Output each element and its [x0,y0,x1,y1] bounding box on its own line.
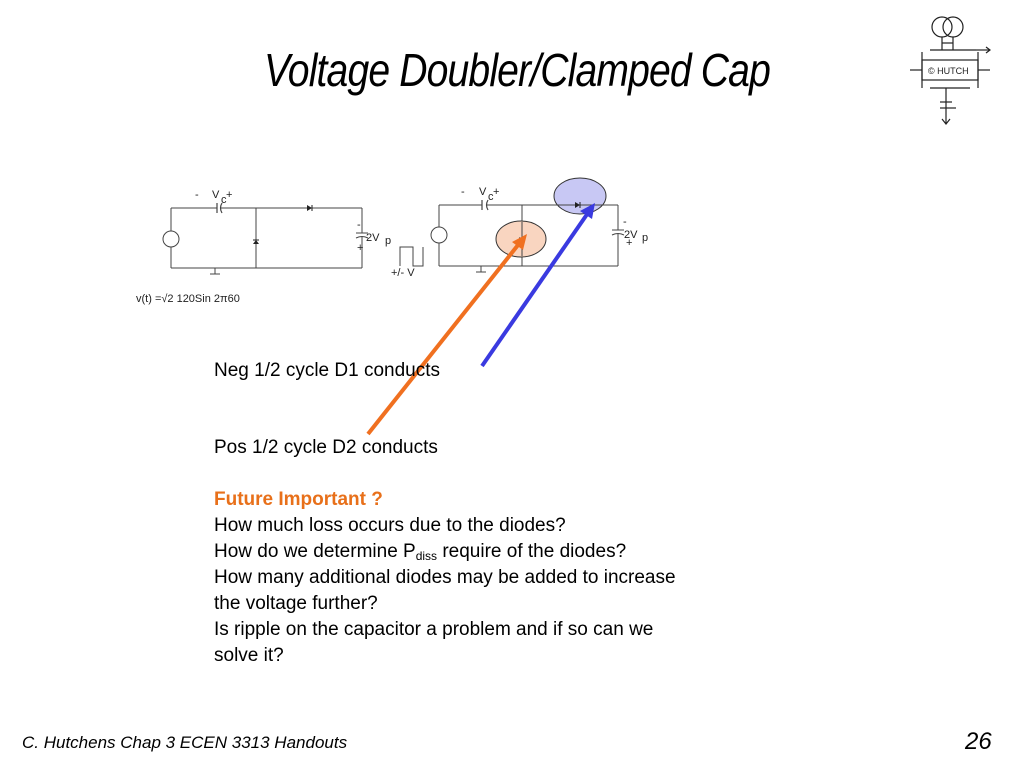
hutch-logo: © HUTCH [910,16,991,125]
left-circuit [170,207,369,275]
svg-text:c: c [488,191,494,203]
text-pos-cycle: Pos 1/2 cycle D2 conducts [214,437,438,458]
svg-text:+: + [226,189,232,201]
text-future-important: Future Important ? [214,489,383,510]
svg-text:2V: 2V [366,232,380,244]
svg-text:+: + [493,186,499,198]
text-question-diodes: How many additional diodes may be added … [214,567,676,588]
pdiss-subscript: diss [415,549,438,563]
left-diode-d1 [253,240,259,244]
svg-text:v(t) =√2 120Sin 2π60: v(t) =√2 120Sin 2π60 [136,293,240,305]
svg-text:+/- V: +/- V [391,267,415,279]
slide-title: Voltage Doubler/Clamped Cap [264,44,771,96]
d2-highlight-circle [553,177,607,215]
text-question-diodes-cont: the voltage further? [214,593,378,614]
right-diode-d2 [575,202,580,208]
left-cap-c1 [216,202,223,214]
svg-text:+: + [357,242,363,254]
orange-arrow [366,234,527,436]
right-ac-source [430,226,448,244]
text-question-loss: How much loss occurs due to the diodes? [214,515,566,536]
svg-text:-: - [623,216,627,228]
svg-text:© HUTCH: © HUTCH [928,66,969,76]
svg-text:V: V [212,189,220,201]
svg-text:-: - [195,189,199,201]
text-question-ripple: Is ripple on the capacitor a problem and… [214,619,654,640]
svg-text:p: p [385,235,391,247]
svg-text:-: - [461,186,465,198]
text-neg-cycle: Neg 1/2 cycle D1 conducts [214,360,441,381]
left-ac-source [162,230,180,248]
svg-text:c: c [221,194,227,206]
text-question-ripple-cont: solve it? [214,645,284,666]
svg-text:p: p [642,232,648,244]
svg-text:2V: 2V [624,229,638,241]
footer-text: C. Hutchens Chap 3 ECEN 3313 Handouts [22,733,348,752]
svg-text:V: V [479,186,487,198]
svg-text:-: - [357,219,361,231]
svg-text:+: + [626,237,632,249]
left-diode-d2 [307,205,312,211]
text-question-pdiss: How do we determine Pdiss require of the… [214,541,627,563]
page-number: 26 [965,728,992,755]
blue-arrow [480,203,595,368]
